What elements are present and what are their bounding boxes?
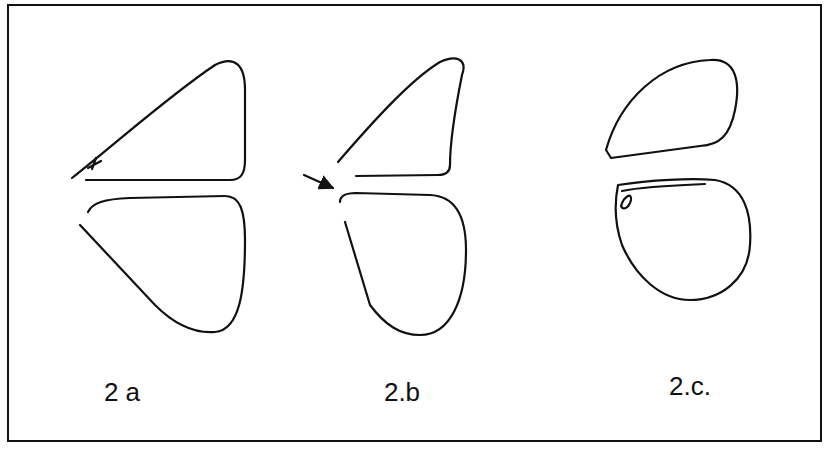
forewing-outline <box>606 60 737 158</box>
vein-mark <box>88 158 101 169</box>
frame <box>8 5 821 441</box>
hindwing-outline <box>80 196 245 332</box>
hindwing-outline <box>340 193 466 335</box>
forewing-outline <box>338 58 463 176</box>
figure-label: 2 a <box>104 378 140 407</box>
forewing-outline <box>72 61 245 180</box>
vein-mark <box>621 184 705 208</box>
pointer-arrow <box>304 175 333 188</box>
hindwing-outline <box>616 179 751 300</box>
figure-label: 2.b <box>384 378 420 407</box>
figure-label: 2.c. <box>669 372 711 401</box>
